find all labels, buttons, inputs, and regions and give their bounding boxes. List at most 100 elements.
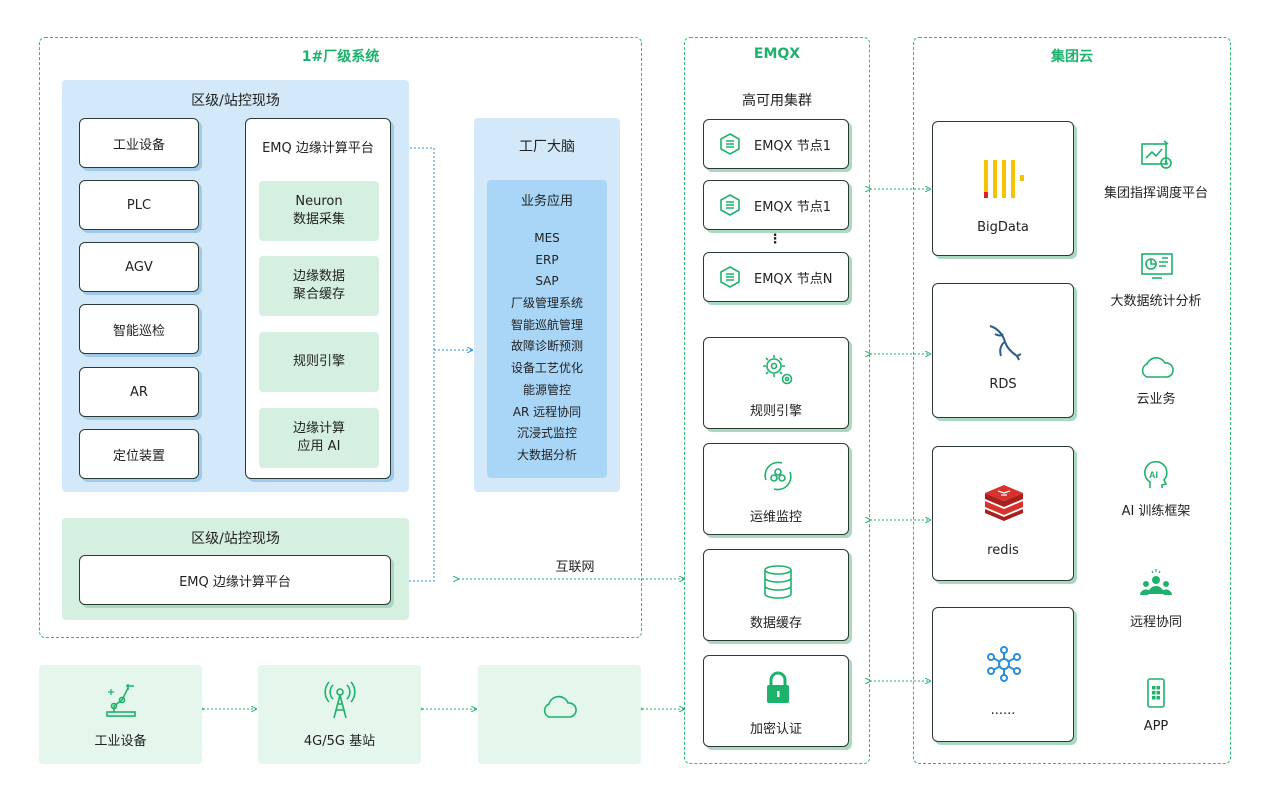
- factory-title: 1#厂级系统: [301, 49, 380, 65]
- biz-item[interactable]: 沉浸式监控: [516, 426, 577, 441]
- biz-item[interactable]: SAP: [535, 274, 559, 289]
- mobile-app-icon: [1147, 678, 1165, 708]
- emqx-node-2[interactable]: EMQX 节点1: [703, 180, 849, 230]
- app-remote-collab[interactable]: 远程协同: [1086, 568, 1226, 630]
- device-industrial[interactable]: 工业设备: [79, 118, 199, 168]
- edge-module-rules[interactable]: 规则引擎: [259, 332, 379, 392]
- edge-module-cache[interactable]: 边缘数据 聚合缓存: [259, 256, 379, 316]
- edge-trunk: [394, 148, 435, 581]
- node-label: EMQX 节点1: [754, 199, 831, 215]
- cloud-icon: [1141, 357, 1174, 378]
- node-label: EMQX 节点1: [754, 138, 831, 154]
- zone2-edge-platform[interactable]: EMQ 边缘计算平台: [79, 555, 391, 605]
- app-mobile[interactable]: APP: [1086, 678, 1226, 738]
- app-analytics[interactable]: 大数据统计分析: [1086, 252, 1226, 312]
- database-icon: [764, 565, 792, 599]
- emqx-section: EMQX 高可用集群: [684, 37, 870, 764]
- store-label: RDS: [989, 377, 1017, 392]
- edge-module-ai[interactable]: 边缘计算 应用 AI: [259, 408, 379, 468]
- cloud-icon: [543, 695, 577, 718]
- store-redis[interactable]: redis: [932, 446, 1074, 581]
- factory-brain: 工厂大脑 业务应用 MES ERP SAP 厂级管理系统 智能巡航管理 故障诊断…: [474, 118, 620, 492]
- store-bigdata[interactable]: BigData: [932, 121, 1074, 256]
- app-label: 集团指挥调度平台: [1103, 186, 1208, 201]
- app-label: 远程协同: [1129, 615, 1182, 630]
- app-label: APP: [1143, 719, 1169, 734]
- hexagon-node-icon: [720, 133, 740, 155]
- biz-item[interactable]: MES: [534, 231, 560, 245]
- feature-cache[interactable]: 数据缓存: [703, 549, 849, 641]
- hexagon-node-icon: [720, 266, 740, 288]
- gears-icon: [763, 355, 793, 385]
- edge-module-neuron[interactable]: Neuron 数据采集: [259, 181, 379, 241]
- redis-icon: [985, 485, 1023, 521]
- store-label: redis: [987, 543, 1019, 558]
- svg-text:AI: AI: [1149, 470, 1158, 480]
- app-dispatch[interactable]: 集团指挥调度平台: [1086, 140, 1226, 201]
- bigdata-icon: [984, 160, 1024, 198]
- feature-label: 规则引擎: [749, 404, 802, 419]
- app-ai-training[interactable]: AI AI 训练框架: [1086, 460, 1226, 520]
- biz-item[interactable]: 设备工艺优化: [510, 361, 583, 376]
- app-label: 大数据统计分析: [1110, 294, 1202, 309]
- store-rds[interactable]: RDS: [932, 283, 1074, 418]
- biz-title: 业务应用: [520, 194, 573, 209]
- device-locator[interactable]: 定位装置: [79, 429, 199, 479]
- emqx-node-1[interactable]: EMQX 节点1: [703, 119, 849, 169]
- cluster-title: 高可用集群: [742, 93, 812, 109]
- device-inspection[interactable]: 智能巡检: [79, 304, 199, 354]
- device-agv[interactable]: AGV: [79, 242, 199, 292]
- emqx-node-n[interactable]: EMQX 节点N: [703, 252, 849, 302]
- node-ellipsis: ⋮: [768, 232, 782, 247]
- ai-head-icon: AI: [1144, 460, 1168, 488]
- feature-monitor[interactable]: 运维监控: [703, 443, 849, 535]
- zone2-title: 区级/站控现场: [191, 531, 280, 547]
- emqx-title: EMQX: [753, 46, 801, 62]
- biz-item[interactable]: AR 远程协同: [512, 404, 582, 419]
- monitor-ring-icon: [764, 461, 792, 491]
- network-hub-icon: [987, 646, 1021, 682]
- store-more[interactable]: ......: [932, 607, 1074, 742]
- bottom-station[interactable]: 4G/5G 基站: [258, 665, 421, 764]
- store-label: ......: [990, 703, 1016, 718]
- app-label: AI 训练框架: [1121, 504, 1191, 519]
- biz-item[interactable]: 能源管控: [522, 382, 571, 397]
- robot-arm-icon: [106, 684, 136, 717]
- zone1-title: 区级/站控现场: [191, 93, 280, 109]
- cloud-title: 集团云: [1051, 49, 1093, 65]
- feature-label: 加密认证: [749, 722, 802, 737]
- biz-item[interactable]: 大数据分析: [516, 447, 577, 462]
- hexagon-node-icon: [720, 194, 740, 216]
- brain-title: 工厂大脑: [519, 139, 575, 155]
- internet-label: 互联网: [555, 560, 595, 575]
- feature-auth[interactable]: 加密认证: [703, 655, 849, 747]
- biz-item[interactable]: 故障诊断预测: [510, 339, 583, 354]
- biz-list: MES ERP SAP 厂级管理系统 智能巡航管理 故障诊断预测 设备工艺优化 …: [487, 228, 607, 467]
- feature-label: 数据缓存: [749, 616, 802, 631]
- bottom-cloud[interactable]: [478, 665, 641, 764]
- store-label: BigData: [977, 220, 1029, 235]
- device-ar[interactable]: AR: [79, 367, 199, 417]
- device-plc[interactable]: PLC: [79, 180, 199, 230]
- edge-platform[interactable]: EMQ 边缘计算平台 Neuron 数据采集 边缘数据 聚合缓存 规则引擎 边缘…: [245, 118, 391, 479]
- factory-system: 1#厂级系统: [39, 37, 642, 638]
- lock-icon: [767, 671, 789, 703]
- analytics-screen-icon: [1141, 253, 1173, 279]
- app-label: 云业务: [1136, 392, 1176, 407]
- node-label: EMQX 节点N: [754, 271, 833, 287]
- team-icon: [1140, 569, 1172, 595]
- dispatch-screen-icon: [1141, 140, 1172, 169]
- bottom-device[interactable]: 工业设备: [39, 665, 202, 764]
- biz-item[interactable]: 厂级管理系统: [510, 296, 583, 311]
- biz-item[interactable]: 智能巡航管理: [510, 317, 583, 332]
- biz-panel: 业务应用 MES ERP SAP 厂级管理系统 智能巡航管理 故障诊断预测 设备…: [487, 180, 607, 478]
- feature-rules[interactable]: 规则引擎: [703, 337, 849, 429]
- biz-item[interactable]: ERP: [535, 252, 559, 267]
- bottom-device-label: 工业设备: [94, 734, 147, 749]
- antenna-tower-icon: [324, 681, 356, 719]
- edge-platform-title: EMQ 边缘计算平台: [262, 141, 374, 156]
- group-cloud: 集团云: [913, 37, 1231, 764]
- feature-label: 运维监控: [749, 510, 802, 525]
- mysql-dolphin-icon: [989, 325, 1022, 361]
- app-cloud-service[interactable]: 云业务: [1086, 355, 1226, 415]
